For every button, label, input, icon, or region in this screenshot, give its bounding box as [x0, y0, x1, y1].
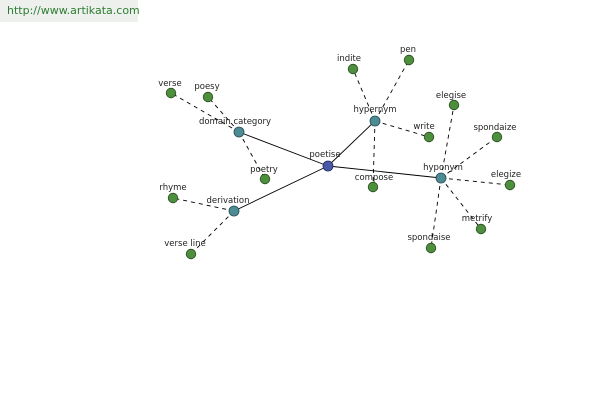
label-hyponym[interactable]: hyponym: [423, 163, 463, 173]
label-indite[interactable]: indite: [337, 54, 361, 64]
label-pen[interactable]: pen: [400, 45, 416, 55]
node-root-poetise[interactable]: [322, 160, 334, 172]
graph-labels: poetise domain category verse poesy poetry de…: [158, 45, 521, 249]
label-metrify[interactable]: metrify: [462, 214, 493, 224]
label-elegize[interactable]: elegize: [491, 170, 521, 180]
node-write[interactable]: [423, 131, 435, 143]
label-verse-line[interactable]: verse line: [164, 239, 205, 249]
edge-root-domain-category: [238, 131, 329, 167]
node-indite[interactable]: [347, 63, 359, 75]
edge-hypernym-compose: [372, 120, 376, 188]
node-elegize[interactable]: [504, 179, 516, 191]
label-verse[interactable]: verse: [158, 79, 181, 89]
node-rhyme[interactable]: [167, 192, 179, 204]
edge-derivation-rhyme: [172, 197, 235, 212]
node-hypernym[interactable]: [369, 115, 381, 127]
node-spondaize[interactable]: [491, 131, 503, 143]
edge-derivation-verse-line: [190, 210, 235, 255]
edge-hypernym-write: [374, 120, 430, 138]
label-hypernym[interactable]: hypernym: [353, 105, 396, 115]
node-domain-category[interactable]: [233, 126, 245, 138]
edge-hyponym-metrify: [440, 177, 482, 230]
graph-nodes: [165, 54, 516, 260]
node-metrify[interactable]: [475, 223, 487, 235]
site-url-watermark[interactable]: http://www.artikata.com: [0, 0, 140, 22]
label-elegise[interactable]: elegise: [436, 91, 466, 101]
node-verse[interactable]: [165, 87, 177, 99]
edge-hyponym-spondaize: [440, 136, 498, 179]
label-derivation[interactable]: derivation: [206, 196, 249, 206]
node-pen[interactable]: [403, 54, 415, 66]
label-write[interactable]: write: [413, 122, 434, 132]
node-poesy[interactable]: [202, 91, 214, 103]
label-rhyme[interactable]: rhyme: [159, 183, 186, 193]
edge-root-hyponym: [327, 165, 442, 179]
label-spondaize[interactable]: spondaize: [473, 123, 516, 133]
edge-domain-category-poetry: [238, 131, 266, 180]
label-poesy[interactable]: poesy: [194, 82, 219, 92]
label-poetry[interactable]: poetry: [250, 165, 278, 175]
label-spondaise[interactable]: spondaise: [407, 233, 450, 243]
edge-hypernym-indite: [352, 68, 376, 122]
node-spondaise[interactable]: [425, 242, 437, 254]
edge-hyponym-spondaise: [430, 177, 442, 249]
node-hyponym[interactable]: [435, 172, 447, 184]
edge-root-hypernym: [327, 120, 376, 167]
edge-root-derivation: [233, 165, 329, 212]
label-domain-category[interactable]: domain category: [199, 117, 271, 127]
node-elegise[interactable]: [448, 99, 460, 111]
label-root[interactable]: poetise: [309, 150, 340, 160]
label-compose[interactable]: compose: [355, 173, 393, 183]
node-verse-line[interactable]: [185, 248, 197, 260]
node-derivation[interactable]: [228, 205, 240, 217]
edge-hyponym-elegize: [440, 177, 511, 186]
edge-domain-category-verse: [170, 92, 240, 133]
edge-hypernym-pen: [374, 59, 410, 122]
node-poetry[interactable]: [259, 173, 271, 185]
node-compose[interactable]: [367, 181, 379, 193]
graph-edges: [170, 59, 511, 255]
